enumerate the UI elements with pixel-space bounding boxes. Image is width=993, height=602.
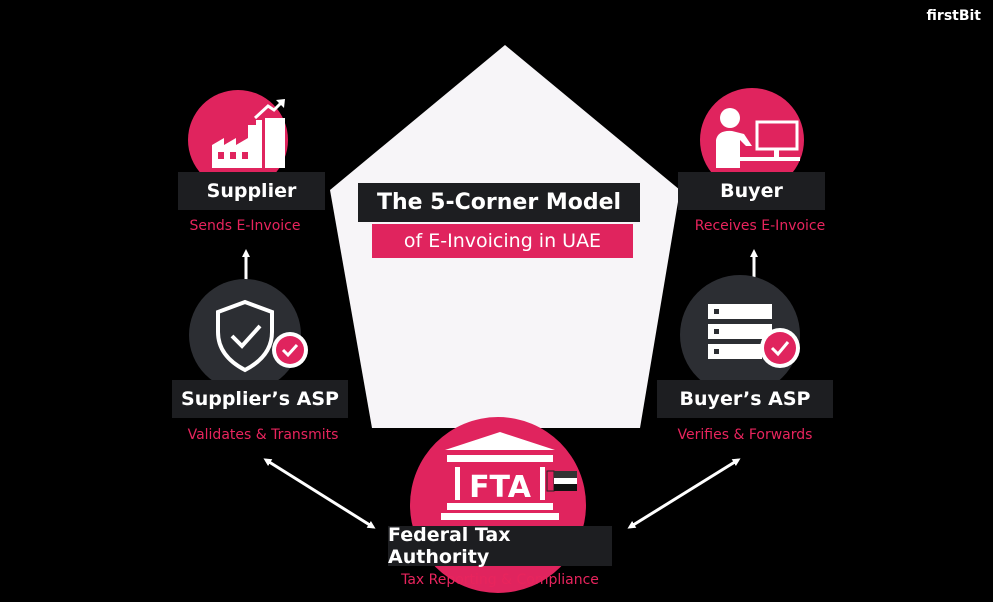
diagram-title: The 5-Corner Model <box>358 183 640 222</box>
buyer-asp-sub: Verifies & Forwards <box>677 427 813 443</box>
person-at-computer-icon <box>700 88 804 192</box>
supplier-label: Supplier <box>178 172 325 210</box>
supplier-asp-sub: Validates & Transmits <box>187 427 339 443</box>
arrow-supplier-asp-fta <box>263 458 376 529</box>
shield-check-icon <box>189 279 308 391</box>
fta-label: Federal Tax Authority <box>388 524 612 568</box>
fta-icon-text: FTA <box>469 470 532 505</box>
arrow-buyer-asp-fta <box>627 458 741 529</box>
supplier-sub: Sends E-Invoice <box>189 218 301 234</box>
buyer-label: Buyer <box>678 172 825 210</box>
fta-sub: Tax Reporting & Compliance <box>401 572 599 588</box>
brand-logo: firstBit <box>926 8 981 24</box>
diagram-subtitle: of E-Invoicing in UAE <box>372 224 633 258</box>
server-check-icon <box>680 275 800 395</box>
supplier-asp-label: Supplier’s ASP <box>172 380 348 418</box>
buyer-sub: Receives E-Invoice <box>694 218 826 234</box>
factory-growth-icon <box>188 90 288 190</box>
buyer-asp-label: Buyer’s ASP <box>657 380 833 418</box>
uae-flag-icon <box>546 470 577 492</box>
